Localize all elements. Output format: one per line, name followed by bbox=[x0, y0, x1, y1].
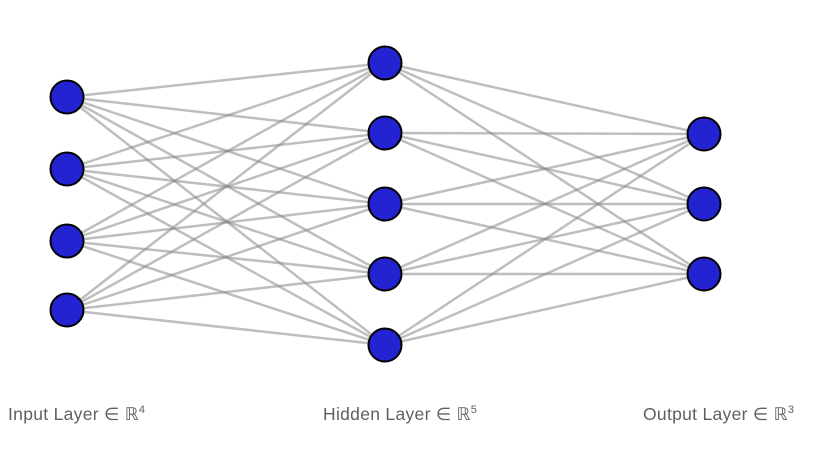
edge-hidden-to-output bbox=[384, 61, 705, 136]
edge-input-to-hidden bbox=[66, 61, 386, 171]
edge-input-to-hidden bbox=[66, 272, 386, 312]
output-layer-node bbox=[686, 256, 722, 292]
hidden-layer-node bbox=[367, 45, 403, 81]
edge-input-to-hidden bbox=[66, 61, 386, 243]
edge-hidden-to-output bbox=[384, 202, 705, 347]
hidden-layer-dimension: 5 bbox=[470, 404, 478, 417]
input-layer-dimension: 4 bbox=[138, 404, 146, 417]
input-layer-node bbox=[49, 292, 85, 328]
edge-hidden-to-output bbox=[384, 132, 705, 206]
layer-label-hidden: Hidden Layer ∈ ℝ5 bbox=[323, 404, 477, 425]
edge-input-to-hidden bbox=[66, 61, 386, 99]
input-layer-node bbox=[49, 223, 85, 259]
layer-label-input: Input Layer ∈ ℝ4 bbox=[8, 404, 145, 425]
input-layer-label-text: Input Layer ∈ ℝ bbox=[8, 404, 139, 424]
output-layer-node bbox=[686, 116, 722, 152]
input-layer-node bbox=[49, 79, 85, 115]
layer-label-output: Output Layer ∈ ℝ3 bbox=[643, 404, 794, 425]
hidden-layer-label-text: Hidden Layer ∈ ℝ bbox=[323, 404, 471, 424]
edge-input-to-hidden bbox=[66, 62, 386, 311]
output-layer-node bbox=[686, 186, 722, 222]
edge-hidden-to-output bbox=[384, 132, 705, 276]
edge-input-to-hidden bbox=[66, 202, 386, 312]
edge-hidden-to-output bbox=[384, 132, 705, 347]
edge-input-to-hidden bbox=[66, 308, 386, 347]
hidden-layer-node bbox=[367, 256, 403, 292]
input-layer-node bbox=[49, 151, 85, 187]
output-layer-dimension: 3 bbox=[787, 404, 795, 417]
hidden-layer-node bbox=[367, 327, 403, 363]
hidden-layer-node bbox=[367, 186, 403, 222]
edge-input-to-hidden bbox=[66, 131, 386, 312]
output-layer-label-text: Output Layer ∈ ℝ bbox=[643, 404, 788, 424]
edge-hidden-to-output bbox=[384, 272, 705, 347]
edge-hidden-to-output bbox=[384, 131, 705, 136]
hidden-layer-node bbox=[367, 115, 403, 151]
